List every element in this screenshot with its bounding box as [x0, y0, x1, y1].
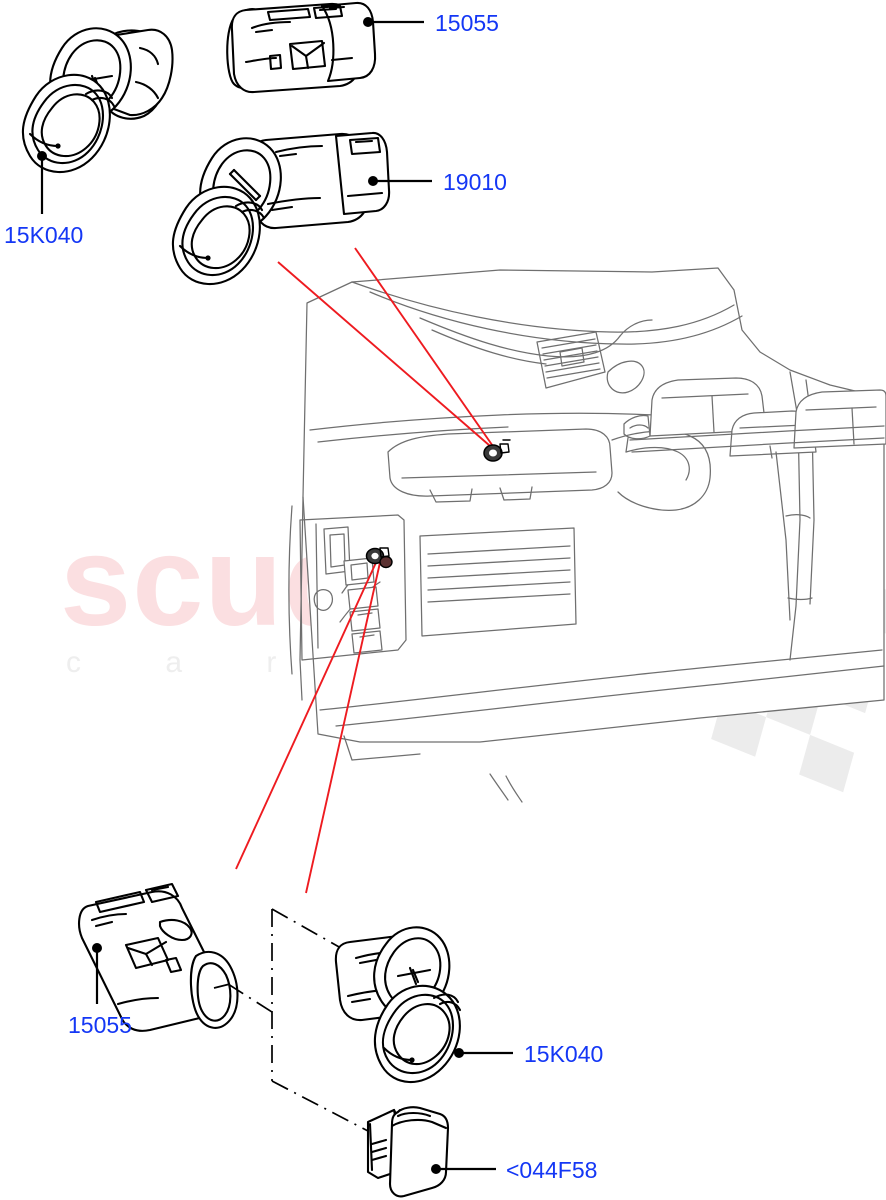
trim-storage-lid — [387, 428, 613, 503]
callout-label-15K040-bottom[interactable]: 15K040 — [524, 1041, 603, 1067]
callout-label-044F58[interactable]: <044F58 — [506, 1157, 597, 1183]
red-leader-2 — [354, 247, 498, 453]
callout-leaders-layer — [37, 17, 513, 1174]
part-15055-upper — [226, 1, 377, 94]
part-15K040-upper-left — [21, 27, 174, 174]
assembly-dash-dot-bracket — [213, 908, 369, 1132]
trim-cargo-vent — [419, 527, 577, 637]
callout-label-15K040-top[interactable]: 15K040 — [4, 222, 83, 248]
red-leader-3 — [235, 555, 380, 870]
trim-socket-markers — [365, 439, 511, 569]
leader-dot-15055-bottom — [92, 943, 102, 953]
leader-dot-044F58 — [431, 1164, 441, 1174]
part-19010-power-socket — [171, 131, 391, 286]
callout-label-15055-top[interactable]: 15055 — [435, 10, 499, 36]
callout-label-19010[interactable]: 19010 — [443, 169, 507, 195]
leader-dot-15K040-bottom — [454, 1048, 464, 1058]
trim-socket-lower — [365, 547, 393, 569]
red-leader-4 — [305, 557, 382, 894]
leader-dot-15055-top — [363, 17, 373, 27]
leader-dot-19010 — [368, 176, 378, 186]
callout-label-15055-bottom[interactable]: 15055 — [68, 1012, 132, 1038]
red-leader-1 — [277, 261, 498, 453]
part-15K040-lower-right — [334, 926, 462, 1084]
part-15055-lower — [78, 882, 239, 1032]
part-044F58-blanking-plug — [366, 1106, 450, 1198]
red-leader-lines-layer — [235, 247, 498, 894]
trim-socket-upper — [483, 439, 511, 462]
leader-dot-15K040-top — [37, 151, 47, 161]
callout-labels-layer: 15055 15K040 19010 15055 15K040 <044F58 — [4, 10, 603, 1183]
trim-speaker-grille — [536, 331, 606, 389]
